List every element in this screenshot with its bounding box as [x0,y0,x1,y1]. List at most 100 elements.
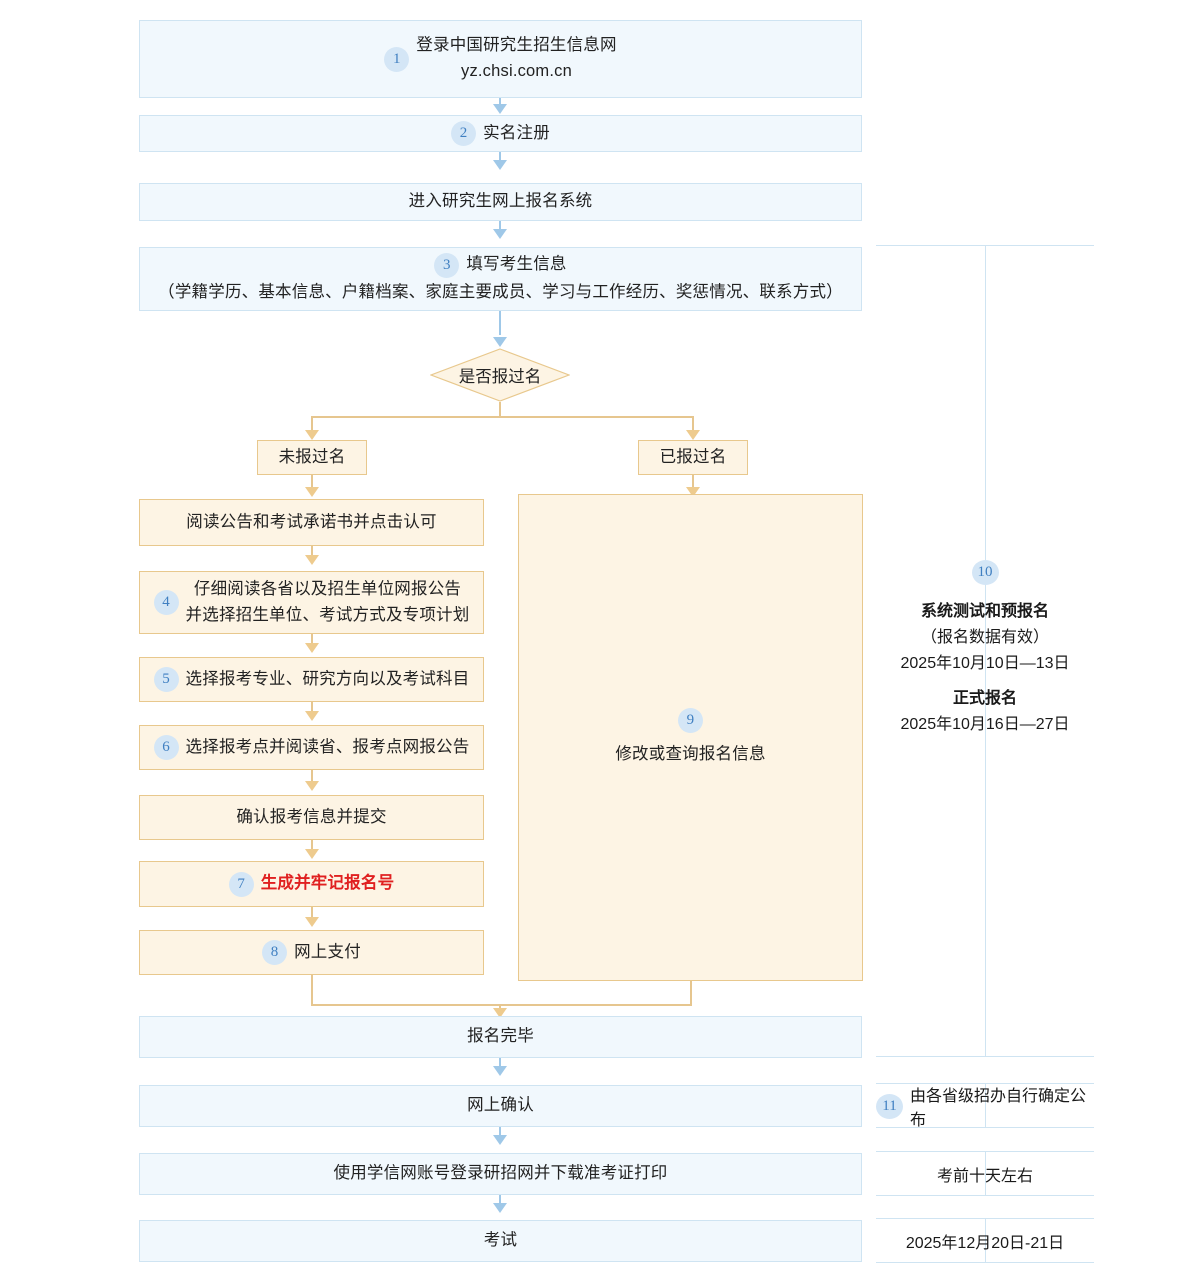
connector-decision-split [312,416,693,418]
connector-branchleft-down [311,475,313,489]
branch-left-label: 未报过名 [278,447,346,466]
connector-left-2-3 [311,702,313,714]
left-path-4-label: 确认报考信息并提交 [236,807,387,826]
connector-left-5-6 [311,907,313,919]
timeline-rule-vertical-upper [985,245,986,1057]
timeline-confirm-row: 11 由各省级招办自行确定公布 [876,1088,1094,1129]
diamond-shape [430,348,570,402]
arrow-merge-to-done [493,1008,507,1018]
flow-node-step9[interactable]: 9 修改或查询报名信息 [518,494,863,981]
connector-left-4-5 [311,840,313,852]
timeline-rule-vertical-confirm [985,1083,986,1127]
step-badge-2: 2 [451,121,477,146]
tail-3-label: 考试 [483,1231,518,1250]
connector-step3-decision [499,311,501,335]
step2-label: 实名注册 [483,123,550,142]
flow-node-step3[interactable]: 3 填写考生信息 （学籍学历、基本信息、户籍档案、家庭主要成员、学习与工作经历、… [139,247,862,311]
branch-right-label: 已报过名 [659,447,727,466]
connector-decision-to-right [692,416,694,432]
connector-decision-to-left [311,416,313,432]
flow-node-enter-system[interactable]: 进入研究生网上报名系统 [139,183,862,221]
connector-left-1-2 [311,634,313,646]
connector-left-merge-down [311,975,313,1005]
tail-1-label: 网上确认 [467,1096,534,1115]
tail-0-label: 报名完毕 [467,1027,534,1046]
arrow-tail-0-1 [493,1066,507,1076]
flow-node-branch-unregistered[interactable]: 未报过名 [257,440,367,475]
timeline-exam-label: 2025年12月20日-21日 [905,1235,1065,1252]
flow-node-download-ticket[interactable]: 使用学信网账号登录研招网并下载准考证打印 [139,1153,862,1195]
flow-node-step1[interactable]: 1 登录中国研究生招生信息网 yz.chsi.com.cn [139,20,862,98]
arrow-left-5-6 [305,917,319,927]
timeline-badge-10: 10 [971,560,999,585]
step1-line2: yz.chsi.com.cn [461,62,572,80]
flow-node-step8[interactable]: 8 网上支付 [139,930,484,975]
step-badge-3: 3 [434,252,460,278]
connector-right-merge-down [690,981,692,1005]
step-badge-4: 4 [153,590,179,615]
step-badge-5: 5 [153,667,179,692]
step1-line1: 登录中国研究生招生信息网 [416,36,617,55]
timeline-reg-line4: 正式报名 [952,689,1017,707]
timeline-badge-11: 11 [876,1093,903,1119]
arrow-step2-system [493,160,507,170]
arrow-decision-left [305,430,319,440]
step6-label: 选择报考点并阅读省、报考点网报公告 [185,737,470,756]
arrow-left-4-5 [305,849,319,859]
flow-node-confirm-submit[interactable]: 确认报考信息并提交 [139,795,484,840]
left-path-0-label: 阅读公告和考试承诺书并点击认可 [186,512,437,531]
flow-node-step6[interactable]: 6 选择报考点并阅读省、报考点网报公告 [139,725,484,770]
step4-line2: 并选择招生单位、考试方式及专项计划 [185,605,470,624]
timeline-confirm-label: 由各省级招办自行确定公布 [910,1088,1087,1129]
tail-2-label: 使用学信网账号登录研招网并下载准考证打印 [333,1164,668,1183]
timeline-rule-vertical-ticket [985,1151,986,1195]
arrow-left-2-3 [305,711,319,721]
flow-node-step4[interactable]: 4 仔细阅读各省以及招生单位网报公告 并选择招生单位、考试方式及专项计划 [139,571,484,634]
timeline-ticket-row: 考前十天左右 [876,1162,1094,1186]
timeline-rule-confirm-bottom [876,1127,1094,1128]
flow-node-online-confirm[interactable]: 网上确认 [139,1085,862,1127]
flow-node-read-notice[interactable]: 阅读公告和考试承诺书并点击认可 [139,499,484,546]
arrow-left-3-4 [305,781,319,791]
arrow-tail-2-3 [493,1203,507,1213]
timeline-reg-line3: 2025年10月10日—13日 [900,654,1070,672]
arrow-left-0-1 [305,555,319,565]
timeline-rule-exam-bottom [876,1262,1094,1263]
step-badge-6: 6 [153,735,179,760]
arrow-system-step3 [493,229,507,239]
timeline-rule-vertical-exam [985,1218,986,1262]
connector-merge-horizontal [311,1004,692,1006]
step8-label: 网上支付 [294,942,361,961]
connector-left-3-4 [311,770,313,784]
flow-node-step7[interactable]: 7 生成并牢记报名号 [139,861,484,907]
arrow-step3-decision [493,337,507,347]
timeline-rule-confirm-top [876,1056,1094,1057]
step-badge-7: 7 [228,871,254,897]
arrow-branchleft-down [305,487,319,497]
flow-node-exam[interactable]: 考试 [139,1220,862,1262]
timeline-reg-line5: 2025年10月16日—27日 [900,715,1070,733]
timeline-rule-ticket-bottom [876,1195,1094,1196]
timeline-reg-line2: （报名数据有效） [920,628,1049,646]
step-badge-1: 1 [384,46,410,72]
step5-label: 选择报考专业、研究方向以及考试科目 [185,669,470,688]
flow-decision-registered[interactable]: 是否报过名 [430,348,570,402]
arrow-decision-right [686,430,700,440]
arrow-branchright-down [686,487,700,497]
timeline-registration-block: 10 系统测试和预报名 （报名数据有效） 2025年10月10日—13日 正式报… [876,560,1094,738]
timeline-ticket-label: 考前十天左右 [936,1168,1033,1185]
arrow-step1-step2 [493,104,507,114]
flow-node-step2[interactable]: 2 实名注册 [139,115,862,152]
flow-node-registration-done[interactable]: 报名完毕 [139,1016,862,1058]
flow-node-branch-registered[interactable]: 已报过名 [638,440,748,475]
step-badge-8: 8 [262,940,288,965]
step3-line2: （学籍学历、基本信息、户籍档案、家庭主要成员、学习与工作经历、奖惩情况、联系方式… [158,283,843,301]
connector-branchright-down [692,475,694,489]
flow-node-step5[interactable]: 5 选择报考专业、研究方向以及考试科目 [139,657,484,702]
timeline-exam-row: 2025年12月20日-21日 [876,1229,1094,1253]
enter-system-label: 进入研究生网上报名系统 [408,192,593,211]
connector-left-0-1 [311,546,313,558]
timeline-reg-line1: 系统测试和预报名 [920,603,1049,620]
step3-line1: 填写考生信息 [466,255,567,274]
